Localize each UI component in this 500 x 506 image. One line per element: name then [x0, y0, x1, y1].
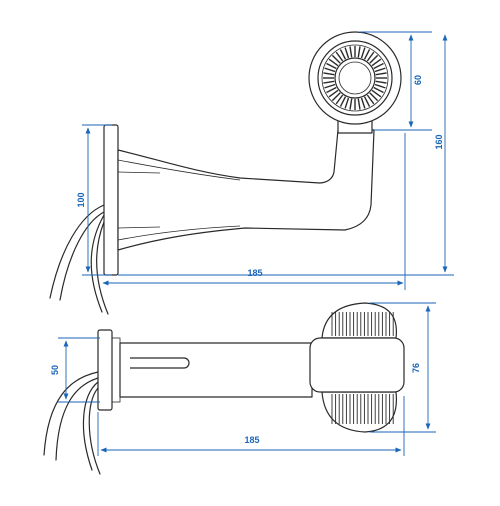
lamp-rib	[328, 89, 339, 98]
top-base-plate	[97, 329, 113, 411]
dim-label-side-length: 185	[247, 268, 262, 278]
side-view: 100 60 160 185	[49, 31, 454, 315]
side-arm-detail	[117, 171, 161, 174]
dim-label-total-height: 160	[434, 134, 444, 149]
top-lamp-lens-upper	[321, 302, 397, 339]
top-lamp-ribs	[331, 312, 394, 424]
side-arm-detail	[117, 225, 241, 241]
top-lamp-lens-lower	[321, 391, 398, 433]
lamp-rib	[360, 47, 366, 59]
lamp-rib	[373, 62, 384, 70]
lamp-rib	[366, 51, 375, 62]
top-cable	[43, 371, 99, 456]
side-arm-detail	[117, 159, 241, 181]
lamp-rib	[371, 58, 382, 67]
lamp-rib	[366, 94, 375, 105]
lamp-rib	[349, 98, 353, 110]
lamp-rib	[363, 49, 371, 60]
top-arm	[119, 342, 313, 398]
top-cable	[88, 387, 101, 475]
top-cable	[55, 377, 99, 461]
lamp-rib	[375, 72, 387, 76]
lamp-rib	[324, 67, 336, 73]
side-lamp-lens-inner	[338, 61, 372, 95]
lamp-rib	[344, 97, 350, 109]
top-lamp-housing	[309, 337, 405, 393]
top-arm-slot	[130, 357, 190, 369]
lamp-rib	[374, 67, 386, 73]
lamp-rib	[374, 83, 386, 89]
dim-label-base-height: 100	[76, 192, 86, 207]
top-view: 50 76 185	[43, 302, 436, 475]
lamp-rib	[339, 49, 347, 60]
lamp-rib	[344, 47, 350, 59]
top-cable	[82, 381, 99, 471]
lamp-rib	[363, 96, 371, 107]
lamp-rib	[328, 58, 339, 67]
lamp-rib	[375, 80, 387, 84]
side-cable	[49, 204, 105, 299]
lamp-rib	[360, 97, 366, 109]
side-lamp-lens-outer	[334, 57, 376, 99]
lamp-rib	[335, 51, 344, 62]
dim-label-top-length: 185	[244, 435, 259, 445]
side-cable	[59, 211, 105, 301]
lamp-rib	[331, 92, 341, 102]
lamp-rib	[373, 86, 384, 94]
lamp-rib	[326, 86, 337, 94]
lamp-rib	[324, 83, 336, 89]
dim-label-lamp-width: 76	[411, 363, 421, 373]
side-arm	[117, 129, 375, 251]
side-cable	[96, 221, 109, 315]
dim-label-lamp-height: 60	[413, 75, 423, 85]
top-base-collar	[111, 337, 121, 403]
lamp-rib	[326, 62, 337, 70]
side-lamp-ring	[321, 44, 389, 112]
lamp-rib	[349, 46, 353, 58]
lamp-rib	[323, 72, 335, 76]
lamp-rib	[339, 96, 347, 107]
lamp-rib	[369, 54, 379, 64]
lamp-rib	[357, 98, 361, 110]
lamp-rib	[323, 80, 335, 84]
lamp-rib	[335, 94, 344, 105]
side-cable	[90, 214, 105, 313]
lamp-rib	[357, 46, 361, 58]
side-arm-detail	[117, 226, 161, 229]
lamp-rib	[371, 89, 382, 98]
side-lamp-ribs	[323, 46, 387, 110]
dim-label-base-width: 50	[50, 365, 60, 375]
lamp-rib	[331, 54, 341, 64]
lamp-rib	[369, 92, 379, 102]
side-base-plate	[103, 124, 119, 276]
